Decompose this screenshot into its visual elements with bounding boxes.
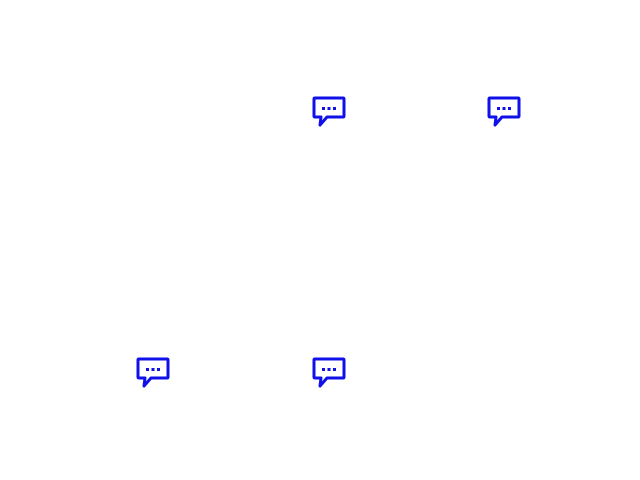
chat-bubble-icon[interactable] <box>312 96 346 128</box>
chat-bubble-icon[interactable] <box>487 96 521 128</box>
chat-bubble-icon-graphic <box>136 357 170 388</box>
chat-bubble-icon-graphic <box>487 96 521 127</box>
chat-bubble-icon[interactable] <box>312 357 346 389</box>
chat-bubble-icon[interactable] <box>136 357 170 389</box>
chat-bubble-icon-graphic <box>312 96 346 127</box>
chat-bubble-icon-graphic <box>312 357 346 388</box>
